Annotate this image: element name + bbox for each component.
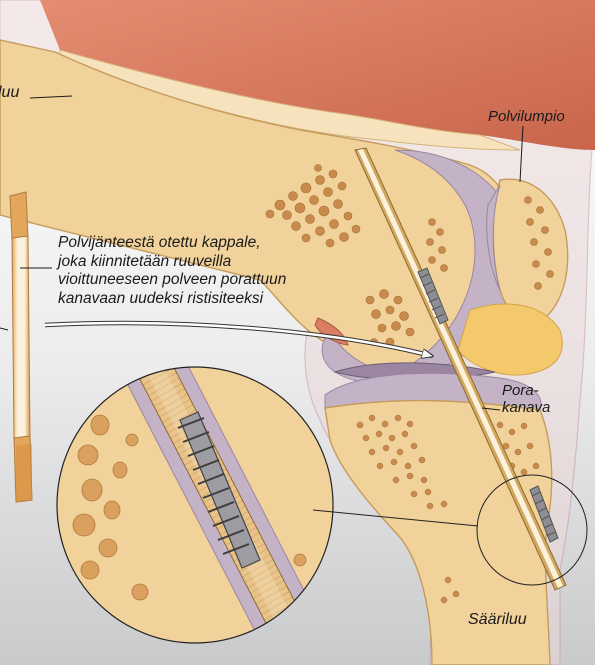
tibia-label: Sääriluu xyxy=(468,611,527,629)
drill-canal-label-line: Pora- xyxy=(502,382,550,399)
graft-description-line: kanavaan uudeksi ristisiteeksi xyxy=(58,290,286,309)
femur-label: luu xyxy=(0,84,19,102)
graft-description-line: vioittuneeseen polveen porattuun xyxy=(58,271,286,290)
drill-canal-label-line: kanava xyxy=(502,399,550,416)
graft-description-line: Polvijänteestä otettu kappale, xyxy=(58,234,286,253)
patella-label: Polvilumpio xyxy=(488,108,565,125)
graft-description-line: joka kiinnitetään ruuveilla xyxy=(58,253,286,272)
drill-canal-label: Pora- kanava xyxy=(502,382,550,416)
graft-description: Polvijänteestä otettu kappale, joka kiin… xyxy=(58,234,286,308)
